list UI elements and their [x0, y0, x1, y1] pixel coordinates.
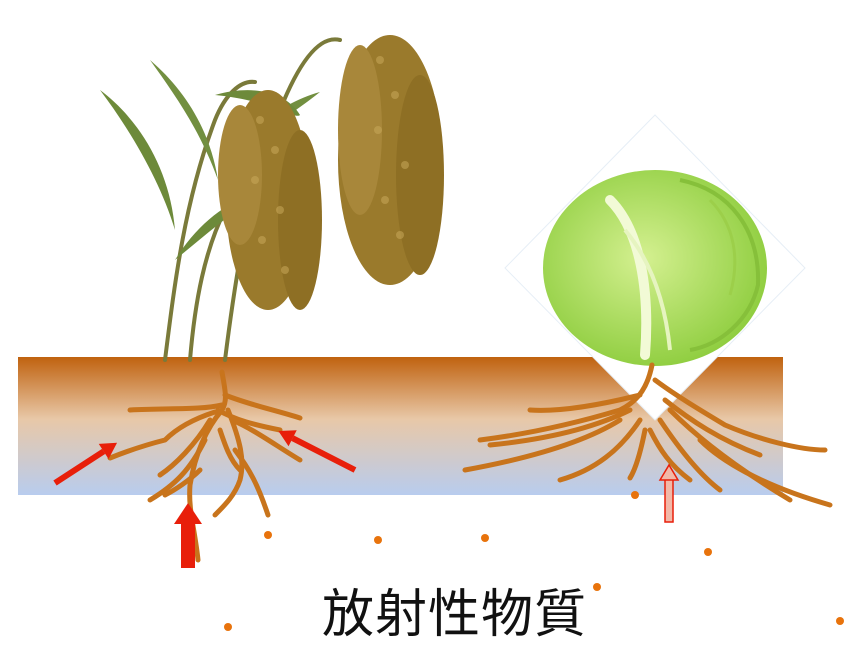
millet-plant-icon [100, 35, 444, 360]
caption-radioactive-material: 放射性物質 [322, 572, 587, 647]
